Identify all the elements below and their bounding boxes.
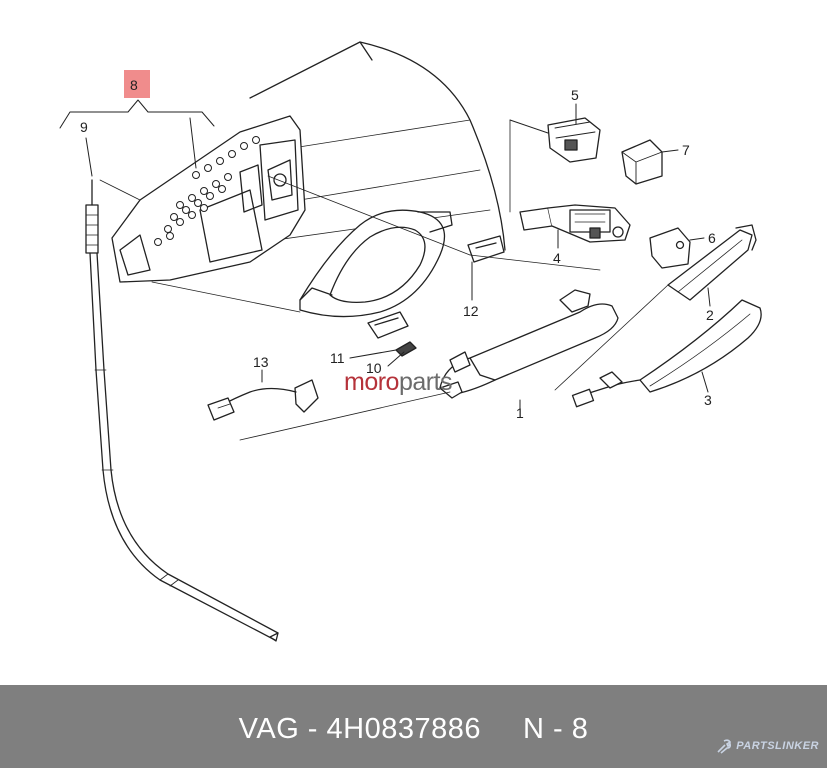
callout-4: 4 xyxy=(553,250,561,266)
cover-cap-7 xyxy=(621,139,663,185)
sensor-13 xyxy=(207,379,319,421)
exploded-parts-diagram: 8 9 5 7 4 6 12 2 13 11 10 1 3 xyxy=(59,41,762,642)
handle-bezel xyxy=(299,209,453,318)
seal-11 xyxy=(367,311,409,339)
brand-name: PARTSLINKER xyxy=(736,740,819,752)
watermark: moroparts xyxy=(344,368,453,397)
footer-caption: VAG - 4H0837886 N - 8 xyxy=(0,685,827,768)
wrench-icon xyxy=(717,739,732,754)
callout-1: 1 xyxy=(516,405,524,421)
callout-5: 5 xyxy=(571,87,579,103)
callout-10: 10 xyxy=(366,360,382,376)
seal-strip-2 xyxy=(667,224,757,301)
callout-13: 13 xyxy=(253,354,269,370)
callout-highlight xyxy=(124,70,150,98)
footer-bar: VAG - 4H0837886 N - 8 PARTSLINKER xyxy=(0,685,827,768)
callout-2: 2 xyxy=(706,307,714,323)
door-handle-1 xyxy=(439,289,619,399)
lock-cylinder-4 xyxy=(519,204,631,243)
handle-carrier-frame xyxy=(111,115,306,283)
leader-lines xyxy=(59,99,711,441)
part-number: VAG - 4H0837886 xyxy=(238,713,481,745)
screw-10 xyxy=(395,341,417,357)
callout-8: 8 xyxy=(130,77,138,93)
watermark-part-a: moro xyxy=(344,368,399,396)
callout-6: 6 xyxy=(708,230,716,246)
brand-logo: PARTSLINKER xyxy=(716,737,819,755)
callout-12: 12 xyxy=(463,303,479,319)
callout-3: 3 xyxy=(704,392,712,408)
bowden-cable xyxy=(85,179,279,642)
cover-cap-6 xyxy=(649,227,691,269)
watermark-part-b: parts xyxy=(398,368,453,396)
handle-sensor-3 xyxy=(571,299,762,408)
diagram-position: N - 8 xyxy=(523,713,589,745)
callout-9: 9 xyxy=(80,119,88,135)
callout-labels: 8 9 5 7 4 6 12 2 13 11 10 1 3 xyxy=(80,77,716,421)
lock-housing-5 xyxy=(547,117,601,163)
callout-11: 11 xyxy=(330,350,345,366)
callout-7: 7 xyxy=(682,142,690,158)
